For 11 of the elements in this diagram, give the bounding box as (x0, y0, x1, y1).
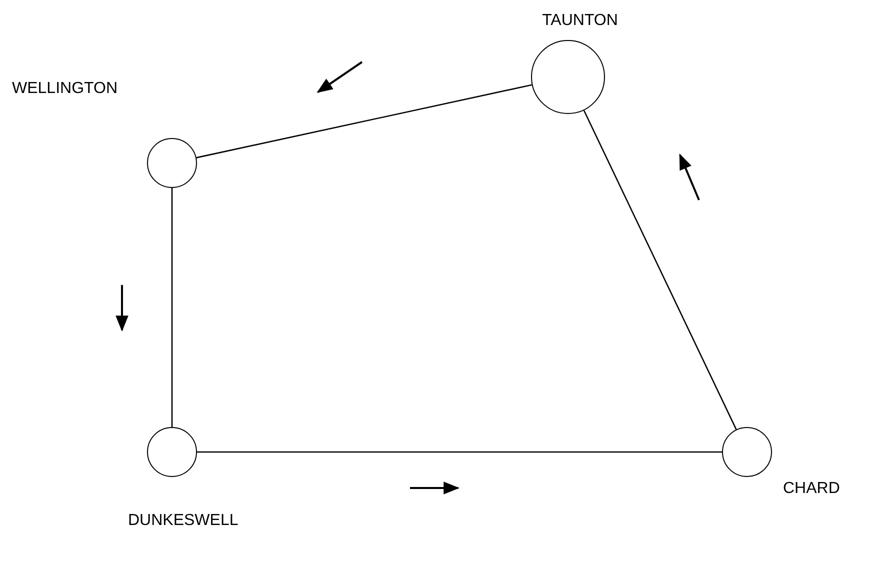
town-label: CHARD (783, 480, 840, 498)
circle-node (147, 138, 197, 188)
circle-node (722, 427, 772, 477)
town-label: TAUNTON (542, 12, 618, 30)
town-label: WELLINGTON (12, 80, 118, 98)
town-label: DUNKESWELL (128, 512, 238, 530)
circle-node (147, 427, 197, 477)
road-line (583, 110, 737, 430)
road-line (196, 84, 532, 158)
road-line (171, 188, 173, 427)
road-line (197, 451, 722, 453)
